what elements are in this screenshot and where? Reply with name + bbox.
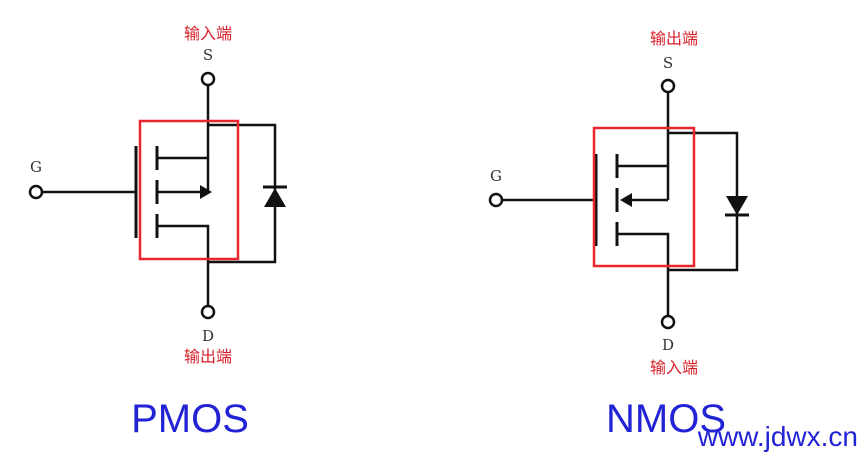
pmos-body-diode-icon <box>264 188 286 207</box>
nmos-gate-pin-label: G <box>490 167 502 185</box>
nmos-bottom-terminal-label: 输入端 <box>650 358 698 377</box>
pmos-drain-terminal <box>200 304 216 320</box>
nmos-top-terminal-label: 输出端 <box>650 29 698 48</box>
pmos-gate-pin-label: G <box>30 158 42 176</box>
pmos-source-terminal <box>200 71 216 87</box>
watermark-text: www.jdwx.cn <box>697 421 858 452</box>
nmos-diode-loop-wire <box>668 131 739 272</box>
nmos-gate-terminal <box>488 192 504 208</box>
nmos-symbol: 输出端 S G D 输入端 NMOS <box>488 29 749 441</box>
pmos-diode-loop-wire <box>208 123 277 264</box>
pmos-symbol: 输入端 S G D 输出端 PMOS <box>28 24 287 441</box>
pmos-bottom-terminal-label: 输出端 <box>184 347 232 366</box>
pmos-top-terminal-label: 输入端 <box>184 24 232 43</box>
nmos-drain-terminal <box>660 314 676 330</box>
pmos-body-arrow-icon <box>200 185 212 199</box>
nmos-source-pin-label: S <box>663 54 673 72</box>
pmos-drain-wire <box>157 224 210 306</box>
nmos-body-arrow-icon <box>620 193 632 207</box>
nmos-body-diode-icon <box>726 196 748 215</box>
nmos-drain-pin-label: D <box>662 336 674 354</box>
pmos-source-pin-label: S <box>203 46 213 64</box>
nmos-source-terminal <box>660 78 676 94</box>
pmos-highlight-box <box>138 119 240 261</box>
pmos-title: PMOS <box>131 397 249 441</box>
nmos-highlight-box <box>592 126 696 268</box>
nmos-title: NMOS <box>606 397 726 441</box>
nmos-drain-wire <box>617 232 670 316</box>
pmos-gate-terminal <box>28 184 44 200</box>
pmos-drain-pin-label: D <box>202 327 214 345</box>
